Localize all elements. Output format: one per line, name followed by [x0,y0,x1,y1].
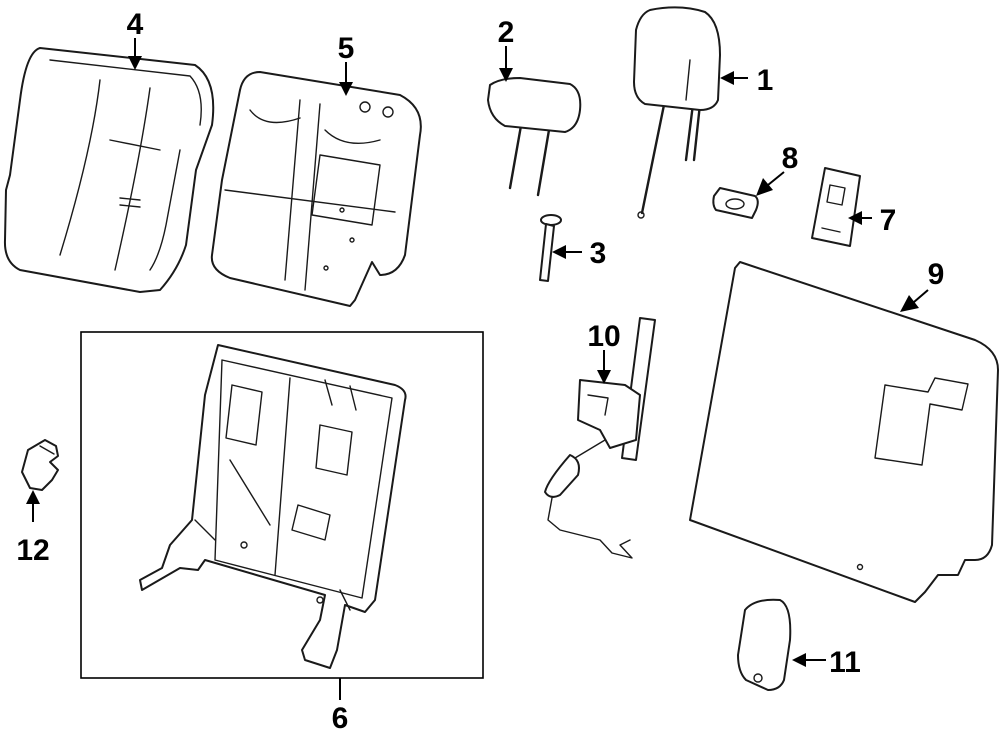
callout-3: 3 [590,237,607,270]
seatback-pad-icon [210,71,422,307]
callout-labels: 4 5 2 1 3 8 7 9 10 11 12 6 [16,8,944,735]
callout-10: 10 [587,320,620,353]
callout-6: 6 [332,702,349,735]
trim-cover-icon [737,598,792,691]
callout-4: 4 [127,8,144,41]
headrest-icon [633,6,721,219]
bolt-icon [539,214,562,282]
frame-callout-box [80,331,484,679]
guide-bracket-icon [811,167,861,247]
headrest-guide-icon [712,187,759,219]
callout-2: 2 [498,16,515,49]
callout-11: 11 [829,646,861,679]
callout-12: 12 [16,534,49,567]
clip-icon [21,439,59,491]
callout-1: 1 [757,64,774,97]
callout-9: 9 [928,258,945,291]
leader-lines [26,38,929,700]
callout-7: 7 [880,204,897,237]
latch-assembly-icon [544,317,656,559]
back-panel-icon [689,261,999,603]
headrest-small-icon [487,77,582,197]
seatback-cover-icon [3,47,215,293]
seatback-frame-icon [139,344,407,669]
callout-5: 5 [338,32,355,65]
callout-8: 8 [782,142,799,175]
